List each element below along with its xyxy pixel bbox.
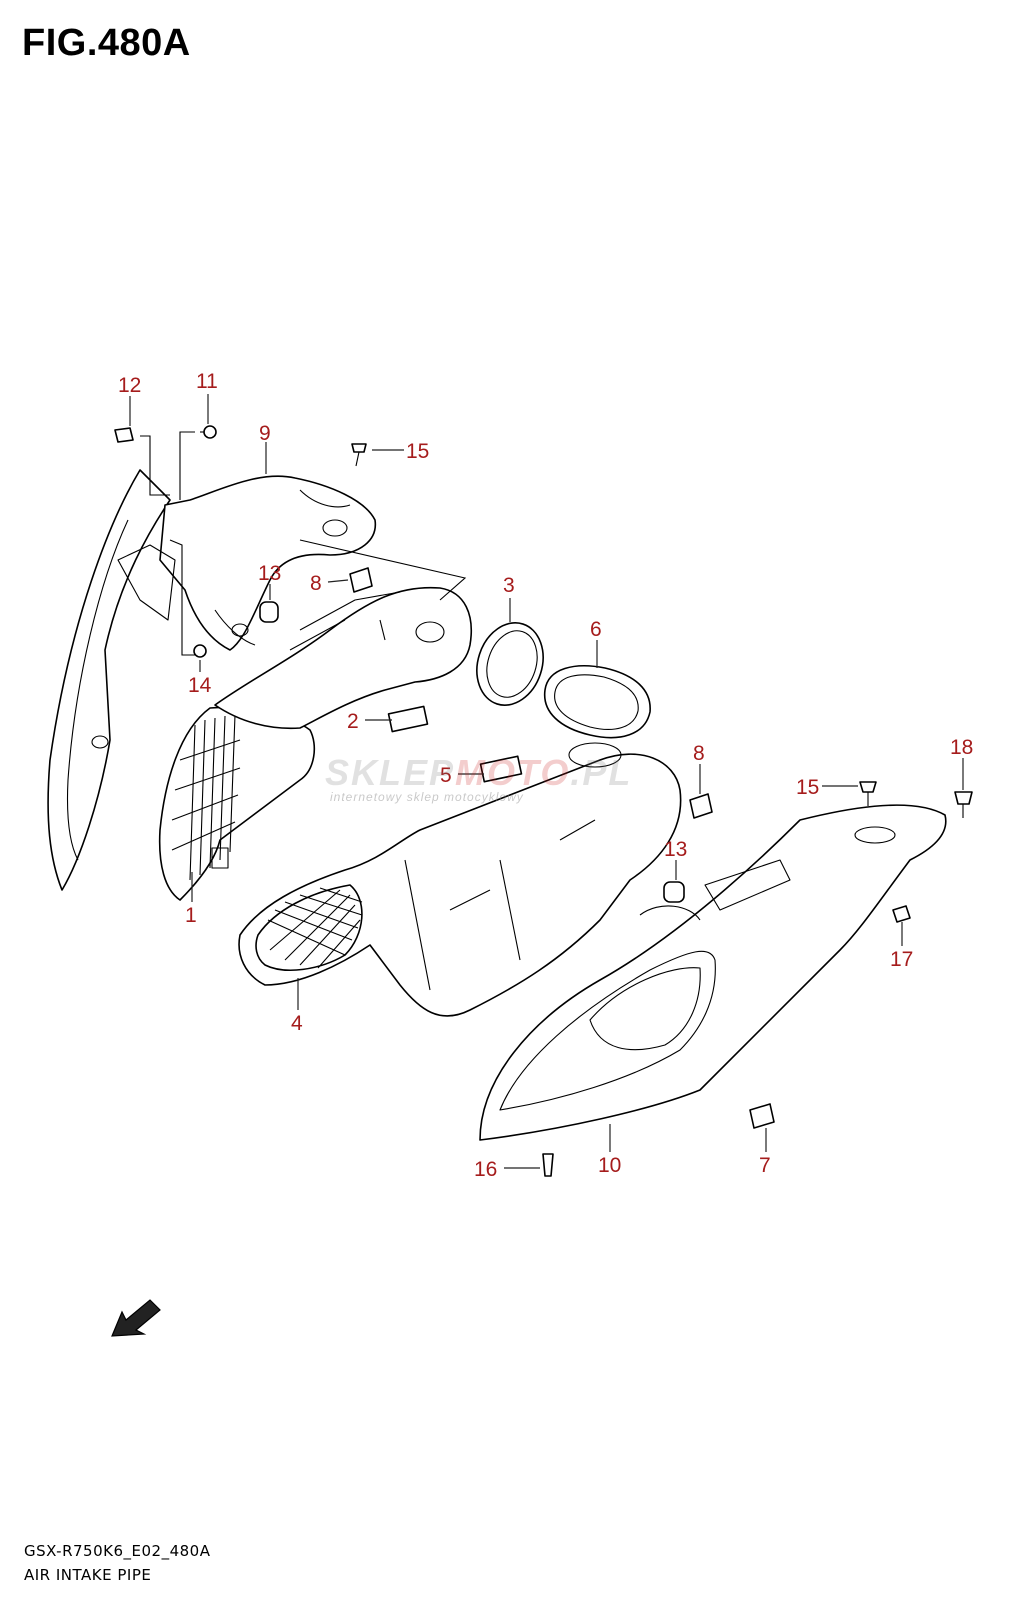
callout-numbers: 12 11 9 15 13 8 3 6 14 2 5 8 18 15 1 13 … (118, 370, 973, 1181)
leader-lines (129, 394, 964, 1169)
callout-14: 14 (188, 674, 212, 697)
assembly-lines (140, 431, 467, 656)
part-1-intake-grille (158, 706, 316, 901)
callout-1: 1 (185, 904, 197, 927)
part-9-air-duct-cover (47, 469, 377, 891)
callout-6: 6 (590, 618, 602, 641)
callout-15: 15 (406, 440, 429, 463)
fasteners (114, 425, 973, 1177)
part-10-side-cover (479, 804, 947, 1141)
part-3-seal-ring (476, 622, 544, 706)
footer-model-code: GSX-R750K6_E02_480A (24, 1542, 211, 1560)
callout-9: 9 (259, 422, 271, 445)
part-4-lower-intake-duct (238, 742, 682, 1017)
callout-16: 16 (474, 1158, 497, 1181)
callout-4: 4 (291, 1012, 303, 1035)
callout-17: 17 (890, 948, 913, 971)
footer-description: AIR INTAKE PIPE (24, 1566, 152, 1584)
figure-title: FIG.480A (22, 22, 191, 64)
callout-8b: 8 (693, 742, 705, 765)
callout-11: 11 (196, 370, 218, 393)
part-2-foam-pad (387, 705, 429, 733)
callout-10: 10 (598, 1154, 621, 1177)
callout-12: 12 (118, 374, 141, 397)
callout-13b: 13 (664, 838, 687, 861)
callout-2: 2 (347, 710, 359, 733)
callout-18: 18 (950, 736, 973, 759)
callout-5: 5 (440, 764, 452, 787)
upper-duct-body (214, 586, 472, 730)
part-6-oval-gasket (543, 665, 651, 739)
front-direction-arrow-icon (111, 1299, 161, 1337)
callout-7: 7 (759, 1154, 771, 1177)
callout-13: 13 (258, 562, 281, 585)
watermark-brand: SKLEPMOTO.PL (325, 752, 633, 793)
callout-8: 8 (310, 572, 322, 595)
part-5-foam-pad (479, 755, 523, 783)
watermark-tagline: internetowy sklep motocyklowy (330, 790, 524, 804)
callout-15b: 15 (796, 776, 819, 799)
callout-3: 3 (503, 574, 515, 597)
